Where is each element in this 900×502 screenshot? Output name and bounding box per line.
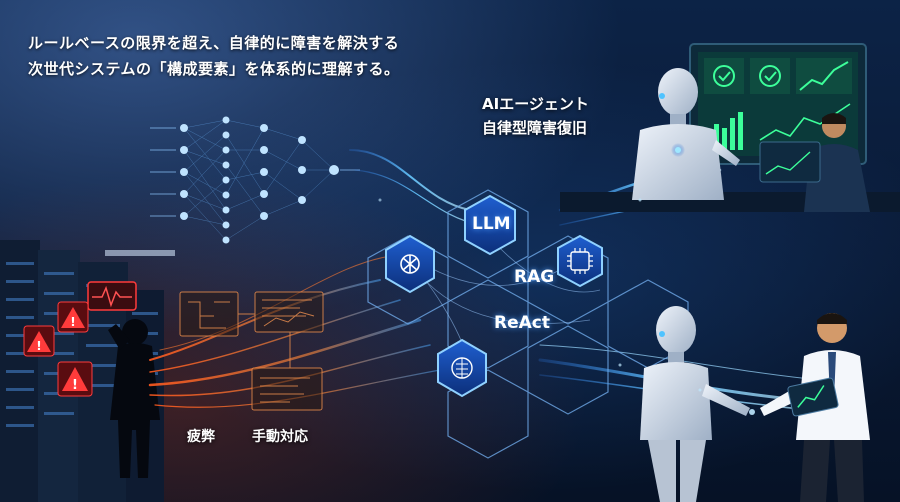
hex-label-rag: RAG [514,267,555,287]
manual-response-label: 手動対応 [252,429,308,445]
flow-diagrams [179,291,324,411]
engineer-at-monitor [759,113,870,212]
fatigue-label: 疲弊 [187,429,215,445]
hex-label-llm: LLM [472,214,511,234]
svg-text:!: ! [72,378,78,393]
robot-agent-handshake [640,306,750,502]
hex-badge-llm [464,194,516,256]
hex-badge-openai [385,234,435,294]
headline: ルールベースの限界を超え、自律的に障害を解決する 次世代システムの「構成要素」を… [28,30,498,82]
robot-agent-desk [632,68,740,200]
alert-panels: ! ! ! [23,281,137,397]
businessman-with-tablet [760,313,870,502]
hex-badge-brain [437,338,487,398]
svg-text:!: ! [36,339,41,353]
headline-line-1: ルールベースの限界を超え、自律的に障害を解決する [28,34,400,52]
agent-caption-line-2: 自律型障害復旧 [482,119,588,137]
agent-caption: AIエージェント 自律型障害復旧 [482,92,589,140]
dashboard-monitor [689,43,867,165]
hex-network [367,189,689,459]
neural-network [150,116,360,244]
hex-badge-chip [557,234,603,288]
svg-text:!: ! [70,315,75,329]
headline-line-2: 次世代システムの「構成要素」を体系的に理解する。 [28,60,400,78]
agent-caption-line-1: AIエージェント [482,95,589,113]
tired-engineer [108,319,160,478]
sparkles [378,198,755,415]
hex-label-react: ReAct [494,313,550,333]
